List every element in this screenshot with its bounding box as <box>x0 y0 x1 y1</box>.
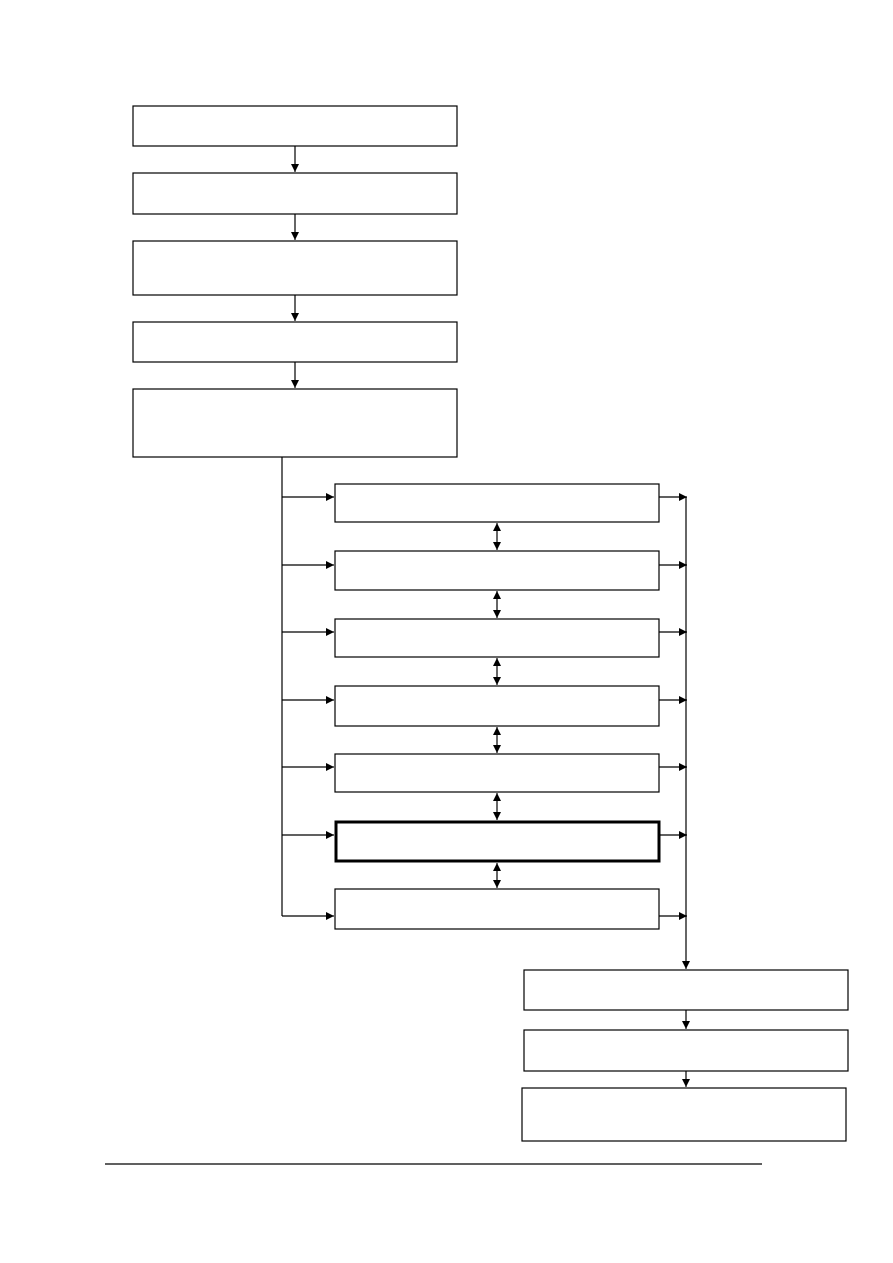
flow-step-3 <box>132 240 458 296</box>
flow-step-5 <box>132 388 458 458</box>
flow-step-1 <box>132 105 458 147</box>
flow-step-4 <box>132 321 458 363</box>
end-step-1 <box>523 969 849 1011</box>
flow-step-2 <box>132 172 458 215</box>
branch-box-1 <box>334 483 660 523</box>
end-step-2 <box>523 1029 849 1072</box>
branch-box-4 <box>334 685 660 727</box>
branch-box-5 <box>334 753 660 793</box>
branch-box-7 <box>334 888 660 930</box>
branch-box-3 <box>334 618 660 658</box>
branch-box-6-highlighted <box>334 820 661 863</box>
branch-box-2 <box>334 550 660 591</box>
end-step-3 <box>521 1087 847 1142</box>
